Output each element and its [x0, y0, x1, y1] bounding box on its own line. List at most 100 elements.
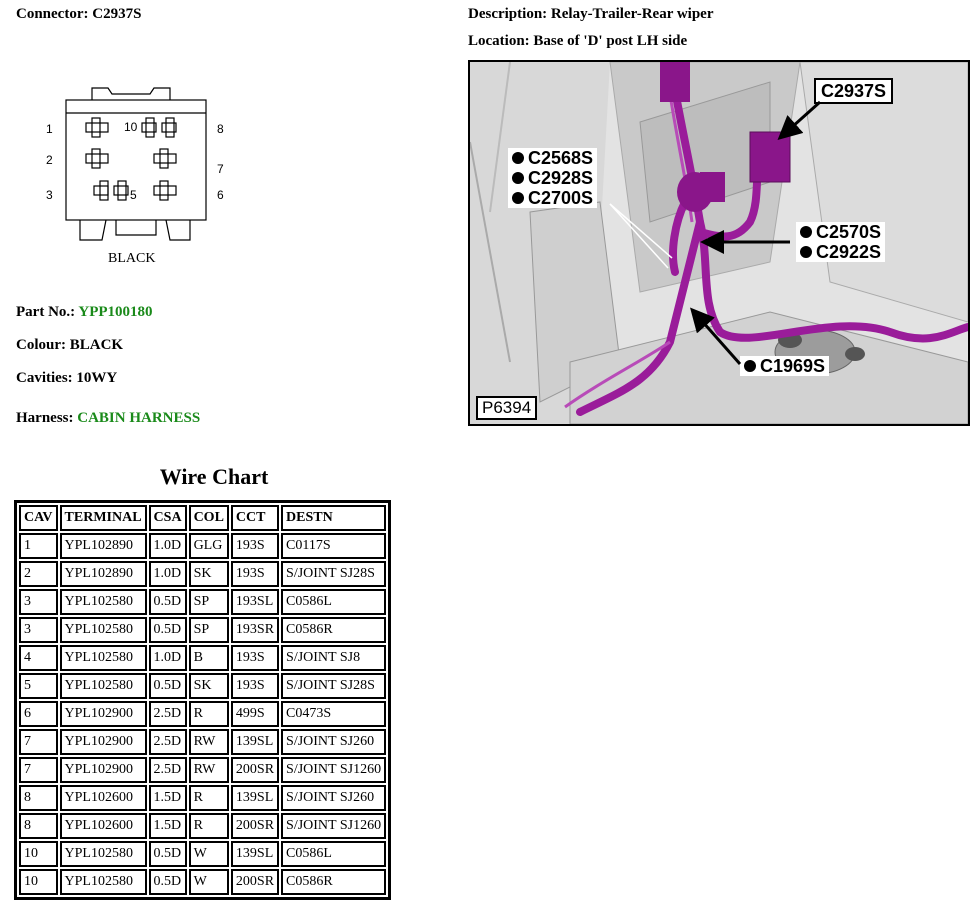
- table-cell-cav: 7: [19, 757, 58, 783]
- connector-face-diagram: 1 2 3 10 5 8 7 6 BLACK: [30, 80, 240, 270]
- column-header-destn: DESTN: [281, 505, 387, 531]
- table-cell-col: SK: [188, 673, 229, 699]
- table-cell-cav: 5: [19, 673, 58, 699]
- table-cell-cct: 193S: [230, 561, 280, 587]
- cavities-value: 10WY: [76, 370, 118, 386]
- table-cell-col: R: [188, 813, 229, 839]
- table-cell-destn: S/JOINT SJ28S: [281, 673, 387, 699]
- table-cell-cav: 6: [19, 701, 58, 727]
- table-cell-cav: 3: [19, 589, 58, 615]
- harness-link[interactable]: CABIN HARNESS: [77, 410, 201, 426]
- table-cell-cav: 10: [19, 841, 58, 867]
- pin-label-5: 5: [130, 188, 137, 202]
- callout-right-1: C2570S: [800, 222, 881, 242]
- table-cell-cav: 1: [19, 533, 58, 559]
- table-cell-cct: 139SL: [230, 841, 280, 867]
- pin-label-2: 2: [46, 153, 53, 167]
- pin-label-6: 6: [217, 188, 224, 202]
- pin-label-1: 1: [46, 122, 53, 136]
- callout-bottom: C1969S: [740, 356, 830, 376]
- table-cell-cct: 193S: [230, 673, 280, 699]
- pin-label-8: 8: [217, 122, 224, 136]
- table-cell-destn: C0117S: [281, 533, 387, 559]
- leader-left-b: [609, 203, 673, 259]
- arrow-bottom: [690, 307, 742, 365]
- table-cell-destn: C0586L: [281, 589, 387, 615]
- table-cell-csa: 1.0D: [148, 645, 187, 671]
- table-cell-cav: 10: [19, 869, 58, 895]
- connector-id: Connector: C2937S: [16, 6, 141, 23]
- table-cell-cav: 2: [19, 561, 58, 587]
- table-cell-terminal: YPL102580: [59, 617, 147, 643]
- table-cell-col: W: [188, 841, 229, 867]
- table-cell-destn: S/JOINT SJ1260: [281, 813, 387, 839]
- location: Location: Base of 'D' post LH side: [468, 33, 687, 50]
- table-cell-cav: 7: [19, 729, 58, 755]
- table-cell-csa: 1.5D: [148, 813, 187, 839]
- dot-icon: [800, 246, 812, 259]
- table-cell-col: SP: [188, 589, 229, 615]
- image-reference-label: P6394: [476, 396, 538, 420]
- callout-arrows: [609, 100, 822, 365]
- table-cell-cct: 200SR: [230, 869, 280, 895]
- pin-label-3: 3: [46, 188, 53, 202]
- part-number-link[interactable]: YPP100180: [78, 304, 153, 320]
- table-cell-csa: 0.5D: [148, 869, 187, 895]
- column-header-terminal: TERMINAL: [59, 505, 147, 531]
- table-cell-csa: 1.0D: [148, 533, 187, 559]
- column-header-col: COL: [188, 505, 229, 531]
- table-cell-col: SK: [188, 561, 229, 587]
- table-cell-destn: C0586L: [281, 841, 387, 867]
- table-cell-cct: 193S: [230, 533, 280, 559]
- table-cell-csa: 1.5D: [148, 785, 187, 811]
- table-cell-csa: 0.5D: [148, 589, 187, 615]
- table-cell-col: R: [188, 701, 229, 727]
- table-cell-cct: 139SL: [230, 785, 280, 811]
- callout-right-2: C2922S: [800, 242, 881, 262]
- colour-value: BLACK: [69, 337, 124, 353]
- table-cell-csa: 0.5D: [148, 841, 187, 867]
- table-cell-destn: S/JOINT SJ8: [281, 645, 387, 671]
- table-cell-col: RW: [188, 757, 229, 783]
- table-cell-col: B: [188, 645, 229, 671]
- table-cell-destn: C0586R: [281, 617, 387, 643]
- table-cell-cct: 193SR: [230, 617, 280, 643]
- callout-left-3: C2700S: [512, 188, 593, 208]
- arrow-main: [777, 100, 822, 141]
- description-value: Relay-Trailer-Rear wiper: [550, 6, 714, 22]
- table-cell-csa: 0.5D: [148, 617, 187, 643]
- table-cell-terminal: YPL102580: [59, 841, 147, 867]
- callout-main: C2937S: [814, 78, 894, 104]
- connector-value: C2937S: [92, 6, 142, 22]
- description: Description: Relay-Trailer-Rear wiper: [468, 6, 713, 23]
- connector-colour-caption: BLACK: [108, 251, 155, 266]
- table-cell-terminal: YPL102600: [59, 785, 147, 811]
- table-cell-cct: 200SR: [230, 757, 280, 783]
- table-cell-destn: S/JOINT SJ260: [281, 729, 387, 755]
- table-cell-cav: 4: [19, 645, 58, 671]
- table-cell-terminal: YPL102580: [59, 645, 147, 671]
- location-photo: C2937S C2568S C2928S C2700S C2570S C2922…: [468, 60, 970, 426]
- wire-chart-title: Wire Chart: [159, 464, 269, 489]
- callout-group-left: C2568S C2928S C2700S: [508, 148, 598, 208]
- table-cell-destn: S/JOINT SJ28S: [281, 561, 387, 587]
- table-cell-terminal: YPL102580: [59, 869, 147, 895]
- part-number: Part No.: YPP100180: [16, 304, 153, 321]
- table-cell-destn: C0473S: [281, 701, 387, 727]
- table-cell-csa: 2.5D: [148, 729, 187, 755]
- table-cell-col: W: [188, 869, 229, 895]
- pin-label-7: 7: [217, 162, 224, 176]
- location-label: Location:: [468, 33, 530, 49]
- table-cell-terminal: YPL102890: [59, 533, 147, 559]
- table-cell-col: RW: [188, 729, 229, 755]
